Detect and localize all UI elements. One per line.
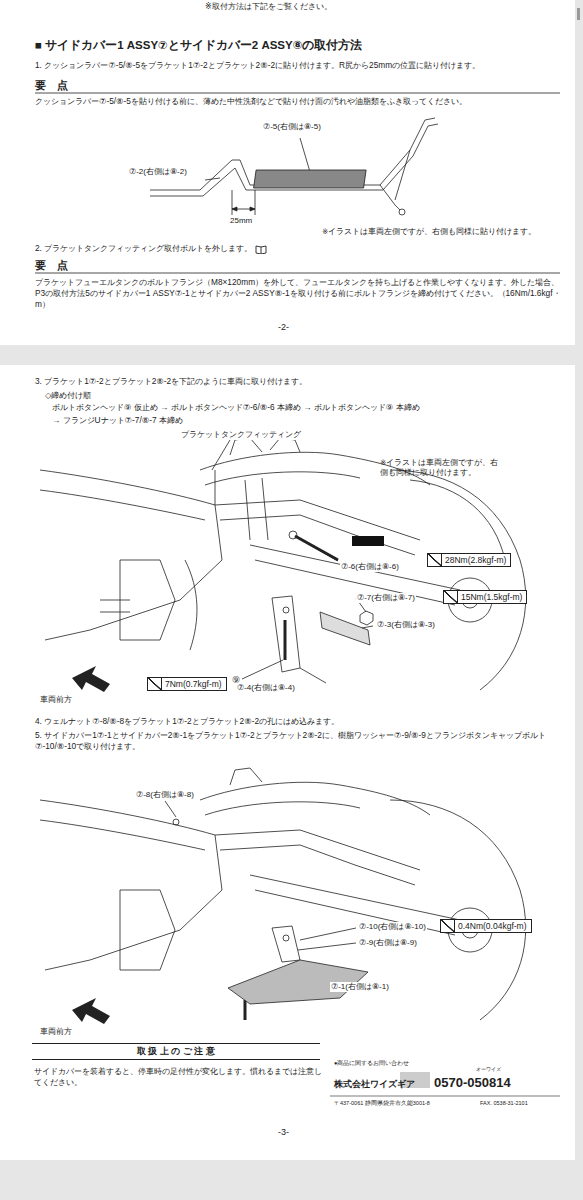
torque-icon [428, 554, 442, 566]
torque-box: 15Nm(1.5kgf-m) [443, 590, 527, 604]
callout-number: ブラケットタンクフィッティング [180, 430, 302, 440]
callout-number: ⑦-2(右側は⑧-2) [128, 167, 188, 177]
point-heading: 要 点 [35, 258, 68, 272]
note-text: ※イラストは車両左側ですが、右側も同様に取り付けます。 [380, 458, 505, 478]
instruction-text: ブラケットフューエルタンクのボルトフランジ（M8×120mm）を外して、フューエ… [35, 277, 565, 309]
direction-label: 車両前方 [40, 695, 72, 705]
contact-info: 0570-050814 [434, 1075, 511, 1092]
node-text: 15Nm(1.5kgf-m) [461, 592, 522, 602]
instruction-text: → フランジUナット⑦-7/⑧-7 本締め [52, 415, 183, 426]
callout-number: ⑦-5(右側は⑧-5) [262, 122, 322, 132]
note-text: ※取付方法は下記をご覧ください。 [205, 2, 332, 12]
callout-number: ⑦-10(右側は⑧-10) [358, 922, 427, 932]
contact-info: オーワイズ [476, 1066, 501, 1073]
contact-info: 株式会社ワイズギア [334, 1079, 415, 1090]
page-number: -3- [278, 1127, 289, 1139]
page-number: -2- [278, 322, 289, 334]
instruction-text: クッションラバー⑦-5/⑧-5を貼り付ける前に、薄めた中性洗剤などで貼り付け面の… [35, 96, 565, 107]
instruction-text: 4. ウェルナット⑦-8/⑧-8をブラケット1⑦-2とブラケット2⑧-2の孔には… [35, 716, 565, 727]
section-title: ■ サイドカバー1 ASSY⑦とサイドカバー2 ASSY⑧の取付方法 [35, 38, 362, 53]
callout-number: ⑦-1(右側は⑧-1) [330, 982, 390, 992]
callout-number: ⑦-4(右側は⑧-4) [236, 683, 296, 693]
instruction-text: サイドカバーを装着すると、停車時の足付性が変化します。慣れるまでは注意してくださ… [34, 1066, 324, 1088]
point-heading: 要 点 [35, 78, 68, 92]
callout-number: ⑦-6(右側は⑧-6) [340, 562, 400, 572]
torque-box: 0.4Nm(0.04kgf-m) [440, 919, 532, 933]
callout-number: ⑦-7(右側は⑧-7) [356, 593, 416, 603]
caution-box: 取 扱 上 の ご 注 意 [32, 1043, 320, 1060]
instruction-text: ボルトボタンヘッド⑨ 仮止め → ボルトボタンヘッド⑦-6/⑧-6 本締め → … [52, 402, 562, 413]
node-text: 7Nm(0.7kgf-m) [165, 679, 222, 689]
note-text: ※イラストは車両左側ですが、右側も同様に貼り付けます。 [322, 227, 536, 237]
torque-icon [441, 920, 455, 932]
torque-icon [444, 591, 458, 603]
node-text: 28Nm(2.8kgf-m) [445, 555, 506, 565]
torque-box: 28Nm(2.8kgf-m) [427, 553, 511, 567]
contact-info: ●商品に関するお問い合わせ [334, 1060, 409, 1067]
direction-label: 車両前方 [40, 1027, 72, 1037]
torque-box: 7Nm(0.7kgf-m) [147, 677, 227, 691]
callout-number: ⑦-3(右側は⑧-3) [376, 620, 436, 630]
instruction-text: 2. ブラケットタンクフィッティング取付ボルトを外します。 [35, 243, 252, 254]
node-text: 取 扱 上 の ご 注 意 [36, 1046, 316, 1057]
instruction-text: 3. ブラケット1⑦-2とブラケット2⑧-2を下記のように車両に取り付けます。 [35, 376, 565, 387]
instruction-text: 5. サイドカバー1⑦-1とサイドカバー2⑧-1をブラケット1⑦-2とブラケット… [35, 730, 555, 752]
contact-info: 〒437-0061 静岡県袋井市久能3001-8 [334, 1100, 430, 1107]
instruction-text: 1. クッションラバー⑦-5/⑧-5をブラケット1⑦-2とブラケット2⑧-2に貼… [35, 60, 565, 71]
torque-icon [148, 678, 162, 690]
book-icon [255, 244, 267, 254]
dimension: 25mm [230, 216, 252, 226]
instruction-text: ◇締め付け順 [45, 390, 91, 401]
callout-number: ⑦-9(右側は⑧-9) [358, 938, 418, 948]
contact-info: FAX. 0538-31-2101 [480, 1100, 528, 1107]
callout-number: ⑦-8(右側は⑧-8) [135, 790, 195, 800]
node-text: 0.4Nm(0.04kgf-m) [458, 921, 527, 931]
